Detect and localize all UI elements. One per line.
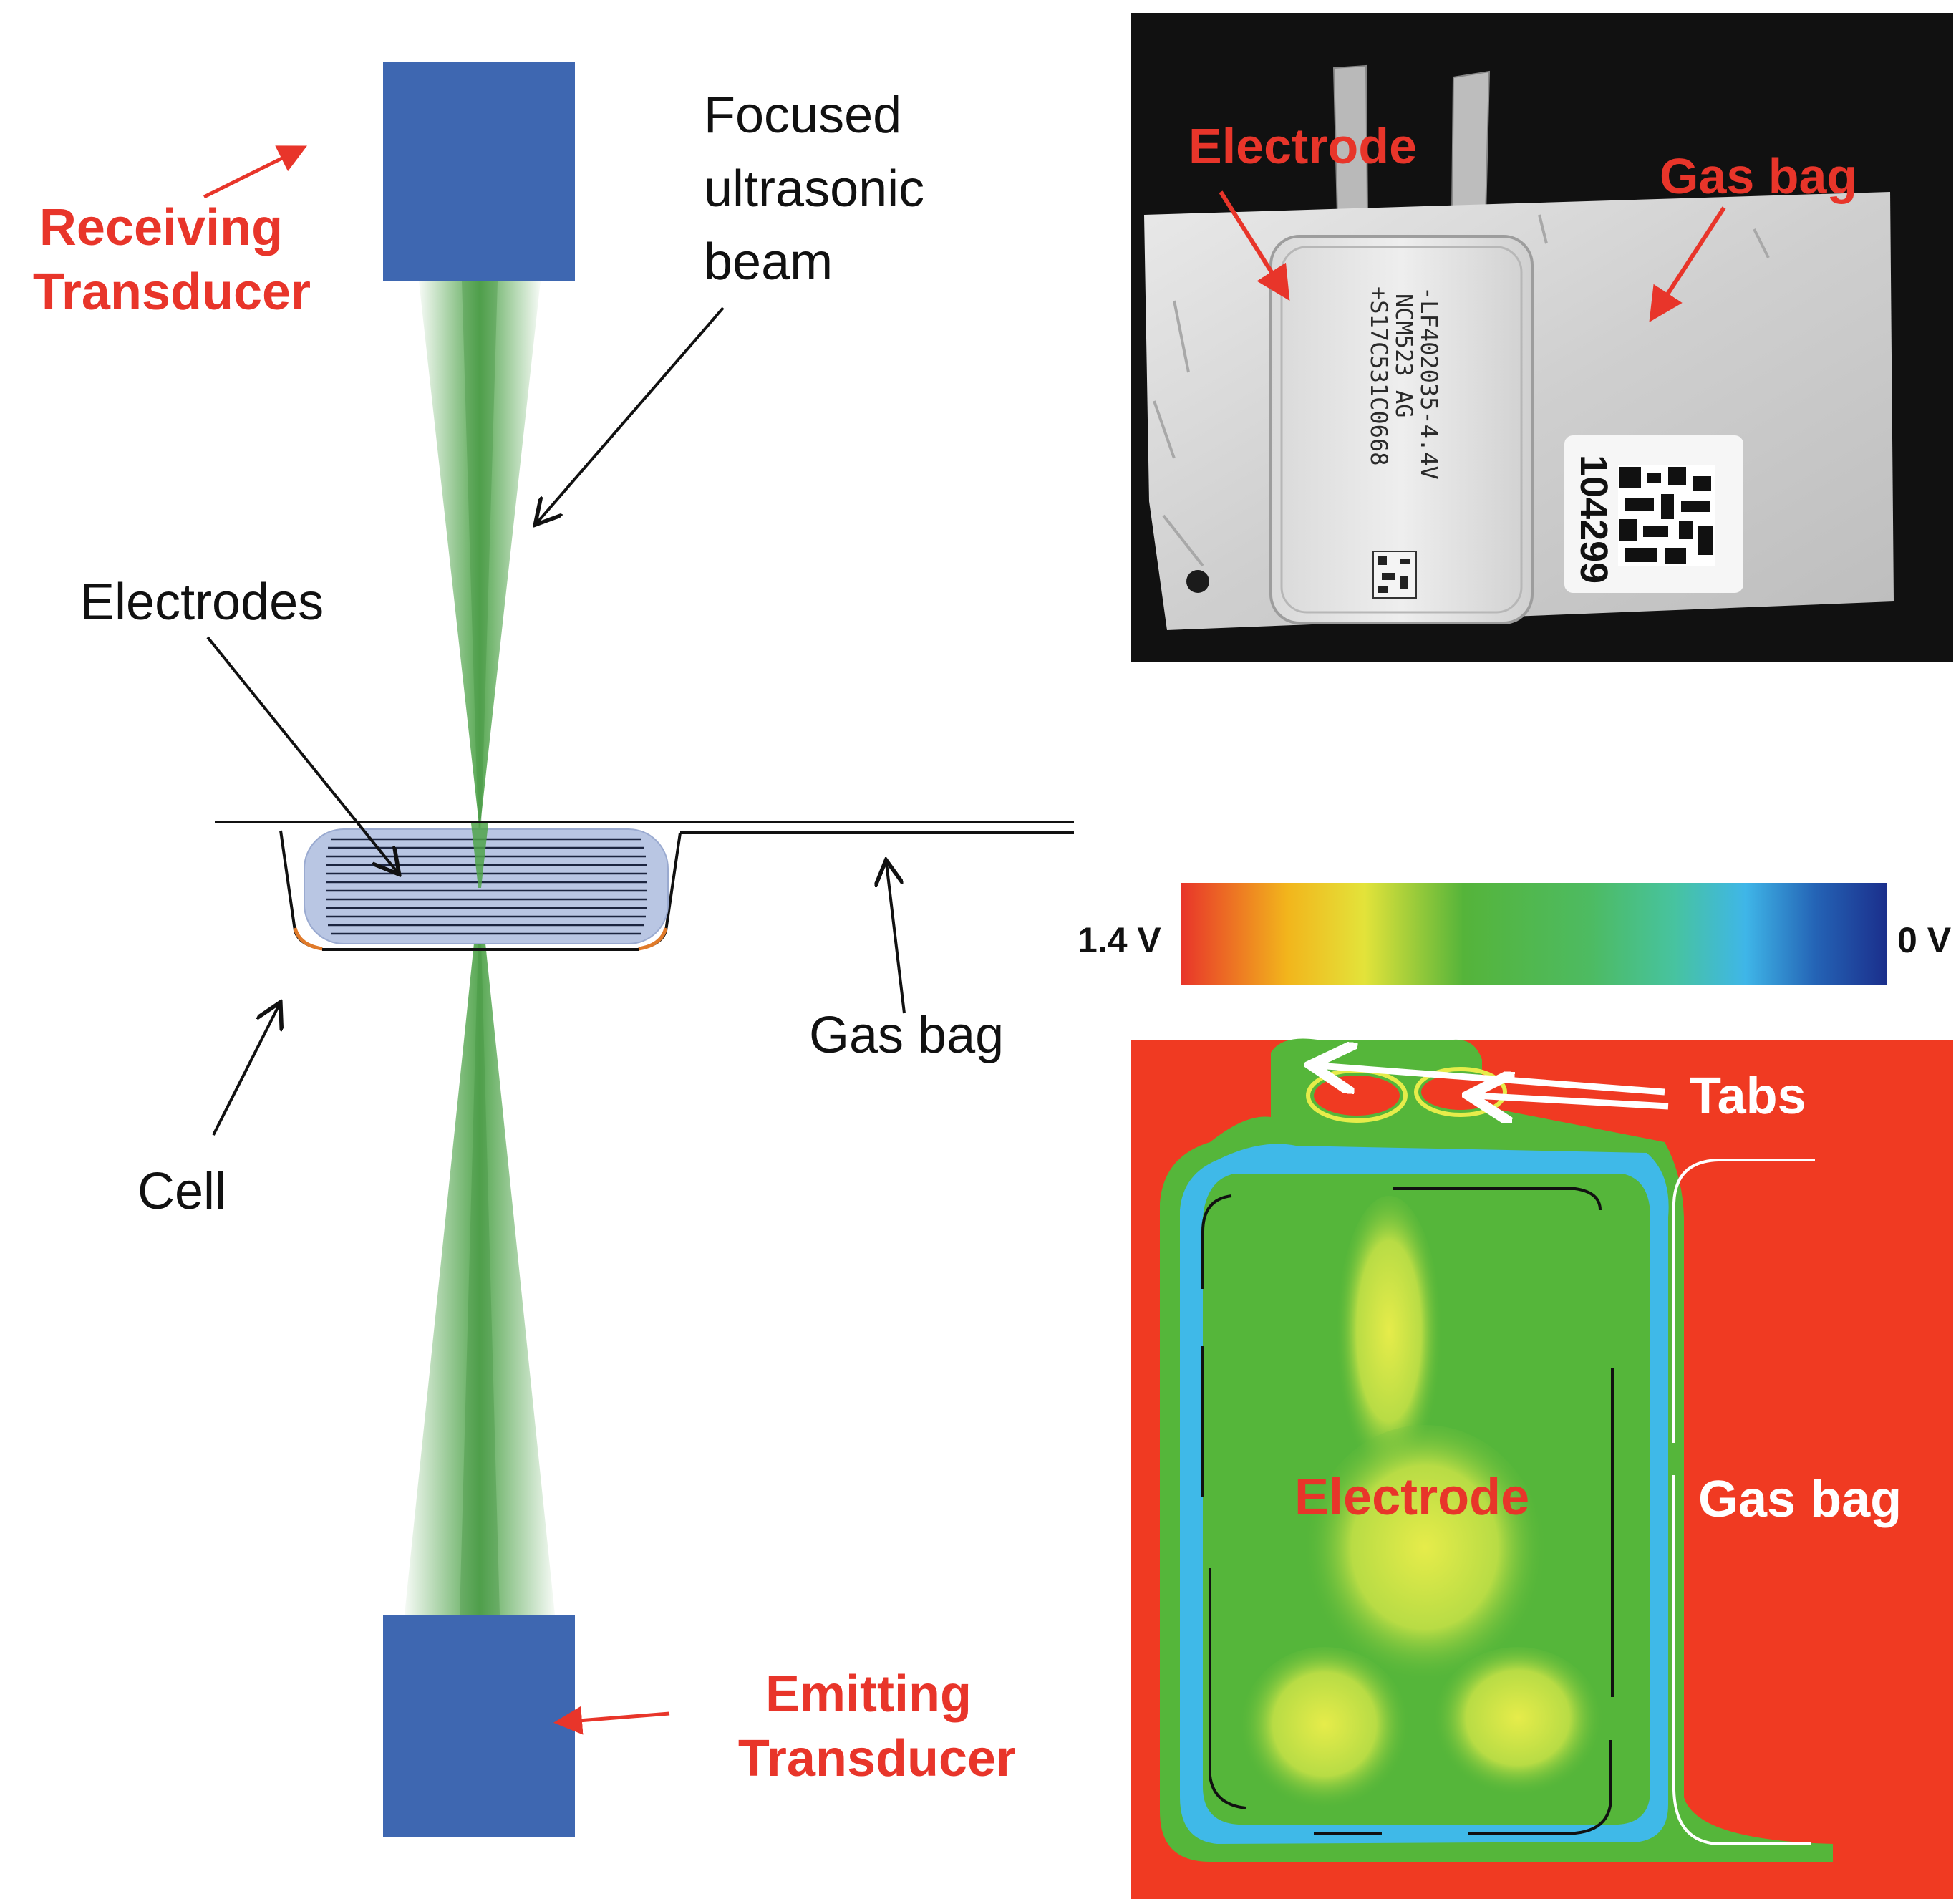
beam-line-3: beam xyxy=(704,233,833,291)
scan-gas-bag-bracket xyxy=(1672,1159,1815,1845)
colorbar-gradient xyxy=(1181,883,1887,985)
emitting-line-1: Emitting xyxy=(765,1666,972,1723)
cell-label: Cell xyxy=(137,1163,226,1220)
receiving-line-2: Transducer xyxy=(33,264,311,321)
cell-print-line-1: -LF402035-4.4V xyxy=(1415,286,1443,480)
colorbar: 1.4 V 0 V xyxy=(1078,883,1952,985)
cell-print-line-2: NCM523 AG xyxy=(1390,294,1418,417)
electrode-stack xyxy=(304,828,669,944)
ultrasonic-beam-top xyxy=(419,281,541,831)
barcode-number: 104299 xyxy=(1572,455,1615,584)
beam-core xyxy=(462,281,498,831)
gas-bag-arrow xyxy=(886,863,906,1014)
scan-map: Tabs Electrode Gas bag xyxy=(1131,1038,1953,1899)
scan-tabs-label: Tabs xyxy=(1690,1068,1806,1125)
barcode-matrix xyxy=(1618,465,1715,566)
colorbar-max-label: 1.4 V xyxy=(1078,920,1161,960)
receiving-transducer xyxy=(383,62,575,281)
beam-core-bottom xyxy=(460,888,500,1615)
photo-tab-right xyxy=(1451,70,1491,216)
photo-cell-edge xyxy=(1280,246,1523,614)
cell-print-line-3: +S17C531C0668 xyxy=(1365,286,1393,465)
receiving-transducer-label: Receiving Transducer xyxy=(33,199,311,321)
beam-label: Focused ultrasonic beam xyxy=(704,87,939,291)
scan-high-region-bottom xyxy=(1239,1647,1410,1819)
scan-high-region-bottom-right xyxy=(1432,1647,1604,1804)
scan-electrode-label: Electrode xyxy=(1294,1469,1529,1526)
emitting-arrow xyxy=(553,1706,670,1735)
scan-high-region-top xyxy=(1335,1196,1443,1497)
cell-corner-left xyxy=(293,927,323,951)
receiving-arrow xyxy=(203,145,307,199)
photo-cell-body xyxy=(1269,235,1534,624)
scan-high-region-mid xyxy=(1303,1425,1546,1697)
ultrasonic-beam-bottom xyxy=(405,888,555,1615)
scan-tab-left xyxy=(1314,1076,1400,1116)
electrode-layers xyxy=(326,838,647,935)
beam-through-cell xyxy=(471,823,488,888)
cell-photo: -LF402035-4.4V NCM523 AG +S17C531C0668 1… xyxy=(1131,13,1953,662)
tabs-arrow-right xyxy=(1475,1096,1669,1106)
photo-gas-bag-label: Gas bag xyxy=(1660,148,1857,204)
emitting-transducer xyxy=(383,1615,575,1837)
scan-gas-bag-label: Gas bag xyxy=(1698,1471,1902,1528)
gas-bag-label: Gas bag xyxy=(809,1007,1004,1064)
cell-arrow xyxy=(212,1005,279,1136)
pouch-wrinkle xyxy=(1153,214,1770,567)
photo-gas-bag-arrow xyxy=(1649,206,1726,323)
photo-electrode-arrow xyxy=(1219,190,1290,301)
cell-qr-code xyxy=(1372,551,1417,599)
cell-corner-right xyxy=(638,927,668,951)
beam-line-2: ultrasonic xyxy=(704,160,924,218)
scan-electrode-boundary xyxy=(1201,1187,1614,1835)
emitting-line-2: Transducer xyxy=(738,1730,1016,1787)
beam-arrow xyxy=(537,306,725,523)
colorbar-min-label: 0 V xyxy=(1897,920,1952,960)
beam-line-1: Focused xyxy=(704,87,901,144)
photo-electrode-label: Electrode xyxy=(1188,118,1417,174)
emitting-transducer-label: Emitting Transducer xyxy=(738,1666,1016,1787)
receiving-line-1: Receiving xyxy=(39,199,283,256)
electrodes-label: Electrodes xyxy=(80,574,324,631)
electrodes-arrow xyxy=(206,636,397,872)
schematic: Receiving Transducer Emitting Transducer… xyxy=(33,62,1074,1837)
pouch-hole xyxy=(1186,570,1209,593)
